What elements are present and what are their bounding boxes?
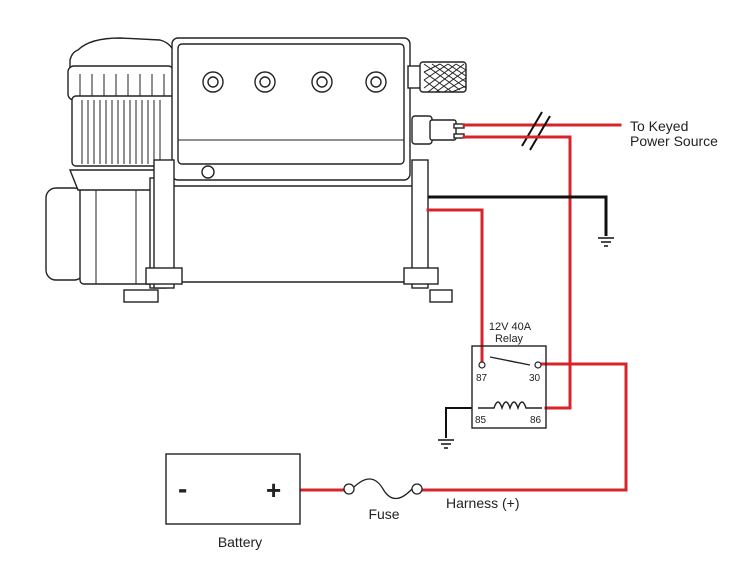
fuse-label: Fuse <box>368 506 399 522</box>
relay-contact-87 <box>478 361 486 369</box>
battery-positive-label: + <box>266 475 281 505</box>
relay-pin-85-label: 85 <box>475 415 487 426</box>
wiring <box>298 111 628 492</box>
battery <box>165 453 301 525</box>
battery-label: Battery <box>218 534 262 550</box>
compressor-cylinder-block <box>171 37 411 181</box>
relay <box>471 345 547 429</box>
relay-switch-arm <box>489 356 531 366</box>
break-mark-2 <box>529 115 551 151</box>
ground-symbol-compressor <box>598 237 614 247</box>
relay-name-label: Relay <box>495 333 524 345</box>
compressor-base <box>123 159 453 303</box>
relay-pin-86-label: 86 <box>530 415 542 426</box>
keyed-power-label-1: To Keyed <box>630 118 688 134</box>
pressure-switch <box>411 115 465 145</box>
relay-pin-87-label: 87 <box>476 373 488 384</box>
relay-pin-30-label: 30 <box>529 373 541 384</box>
compressor-head <box>67 37 177 167</box>
compressor-ground-wire <box>428 195 608 236</box>
relay-30-to-harness-wire <box>420 362 628 492</box>
air-compressor <box>45 37 467 303</box>
fuse <box>343 478 423 500</box>
compressor-to-relay-87-wire <box>426 208 484 366</box>
break-mark <box>521 111 543 147</box>
compressor-motor <box>45 169 167 289</box>
switch-to-relay-86-wire <box>462 135 572 410</box>
relay-85-ground-wire <box>445 407 472 438</box>
relay-contact-30 <box>534 361 542 369</box>
ground-symbol-relay <box>438 439 454 449</box>
battery-negative-label: - <box>178 473 187 504</box>
harness-label: Harness (+) <box>446 495 520 511</box>
air-outlet-fitting <box>407 61 467 93</box>
keyed-power-label-2: Power Source <box>630 133 718 149</box>
relay-coil <box>478 401 542 411</box>
relay-rating-label: 12V 40A <box>489 321 532 333</box>
